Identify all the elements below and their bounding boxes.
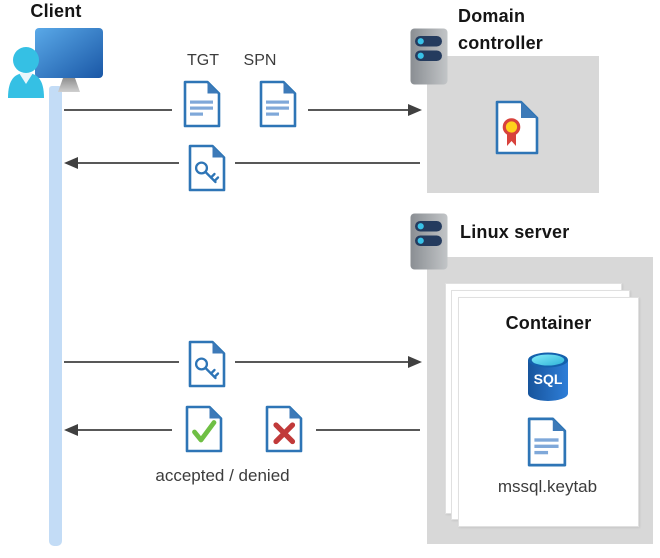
domain-controller-label-line1: Domain: [458, 6, 526, 26]
tgt-label: TGT: [187, 52, 219, 69]
accepted-denied-label: accepted / denied: [155, 466, 290, 485]
key-document-icon: [187, 340, 227, 388]
keytab-filename-label: mssql.keytab: [497, 477, 598, 496]
monitor-icon: [35, 28, 103, 78]
key-to-linux-slot: [179, 336, 235, 392]
spn-document-icon: [258, 80, 298, 128]
container-paper-front: Container: [458, 297, 639, 527]
monitor-stand: [58, 78, 80, 92]
accepted-denied-document-group: [172, 401, 316, 457]
linux-server-icon: [410, 213, 448, 270]
keytab-document-icon: [526, 416, 568, 468]
sql-database-icon: SQL: [528, 352, 568, 401]
person-icon: [8, 47, 44, 98]
spn-label: SPN: [243, 52, 277, 69]
certificate-icon: [495, 100, 539, 155]
key-document-icon: [187, 144, 227, 192]
arrow-dc-to-client: [64, 157, 420, 169]
arrow-client-to-linux: [64, 356, 422, 368]
sql-label: SQL: [534, 371, 563, 387]
denied-document-icon: [264, 405, 304, 453]
tgt-spn-document-group: [172, 76, 308, 132]
client-label: Client: [30, 1, 82, 21]
domain-controller-server-icon: [410, 28, 448, 85]
tgt-document-icon: [182, 80, 222, 128]
client-lifeline-bar: [49, 86, 62, 546]
client-workstation-icon: [8, 28, 103, 98]
container-label: Container: [505, 313, 592, 333]
domain-controller-label: Domain controller: [458, 3, 543, 57]
ticket-key-slot: [179, 140, 235, 196]
accepted-document-icon: [184, 405, 224, 453]
linux-server-label: Linux server: [460, 222, 570, 242]
domain-controller-label-line2: controller: [458, 33, 544, 53]
